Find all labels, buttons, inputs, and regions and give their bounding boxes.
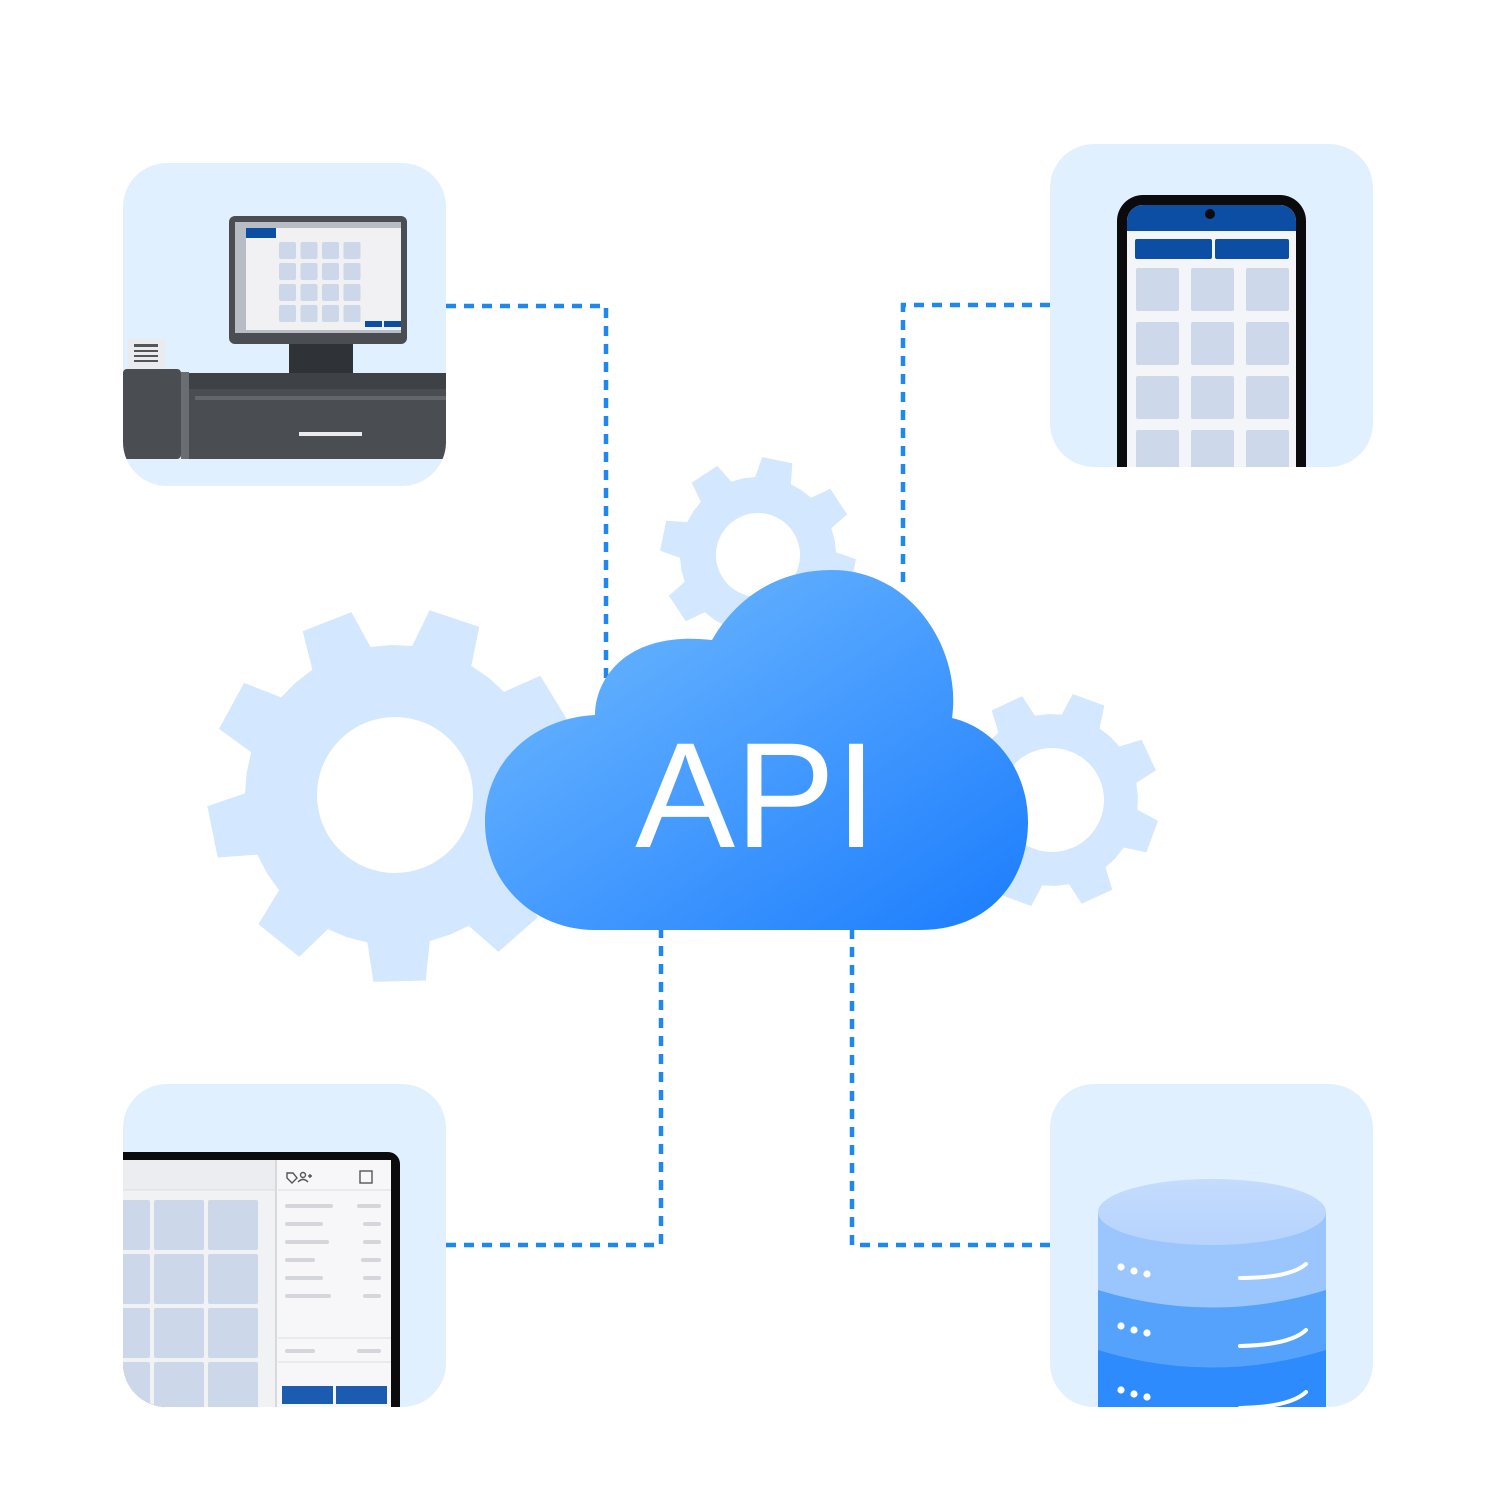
tablet-screen-tile <box>154 1362 204 1407</box>
phone-screen-tile <box>1136 268 1179 311</box>
tablet-screen-tile <box>208 1308 258 1358</box>
pos-screen-tile <box>322 305 339 322</box>
pos-screen-tile <box>322 263 339 280</box>
phone-screen-tile <box>1246 430 1289 467</box>
tablet-panel-line <box>363 1276 381 1280</box>
pos-screen-tile <box>343 242 361 259</box>
phone-screen-tile <box>1191 430 1234 467</box>
tablet-panel-line <box>363 1240 381 1244</box>
tablet-screen-tile <box>208 1362 258 1407</box>
tablet-screen-tile <box>123 1200 150 1250</box>
pos-screen-tile <box>322 242 339 259</box>
tablet-screen-tile <box>154 1200 204 1250</box>
tablet-screen-tile <box>208 1254 258 1304</box>
phone-screen-tile <box>1136 322 1179 365</box>
tablet-icon <box>123 1152 400 1407</box>
pos-terminal-icon <box>123 216 446 459</box>
tablet-screen-tile <box>208 1200 258 1250</box>
tablet-panel-line <box>285 1258 315 1262</box>
tile-pos-terminal[interactable] <box>123 163 446 486</box>
pos-screen-tile <box>343 263 361 280</box>
tablet-panel-line <box>363 1222 381 1226</box>
pos-screen-tile <box>300 284 318 301</box>
pos-screen-tile <box>300 242 318 259</box>
pos-screen-tile <box>279 242 296 259</box>
mobile-phone-icon <box>1117 195 1306 467</box>
gear-large-icon <box>207 610 584 982</box>
connector-database <box>849 930 1050 1248</box>
tablet-panel-line <box>285 1294 331 1298</box>
database-icon <box>1098 1179 1326 1407</box>
pos-screen-tile <box>343 305 361 322</box>
phone-screen-tile <box>1191 322 1234 365</box>
tablet-screen-tile <box>123 1254 150 1304</box>
connector-pos-terminal <box>446 303 609 690</box>
connector-tablet <box>446 930 664 1248</box>
pos-screen-tile <box>300 263 318 280</box>
pos-screen-tile <box>279 284 296 301</box>
tablet-panel-line <box>363 1294 381 1298</box>
phone-screen-tile <box>1246 376 1289 419</box>
connector-lines <box>446 302 1050 1248</box>
checkbox-icon <box>359 1170 373 1184</box>
cloud-label: API <box>635 711 877 879</box>
api-cloud: API <box>485 570 1028 930</box>
phone-screen-tile <box>1191 376 1234 419</box>
tablet-screen-tile <box>154 1308 204 1358</box>
add-user-icon <box>297 1171 312 1183</box>
tablet-screen-tile <box>123 1308 150 1358</box>
pos-screen-tile <box>279 305 296 322</box>
phone-screen-tile <box>1191 268 1234 311</box>
phone-screen-tile <box>1136 376 1179 419</box>
tablet-panel-line <box>285 1204 333 1208</box>
tile-database[interactable] <box>1050 1084 1373 1460</box>
tablet-screen-tile <box>123 1362 150 1407</box>
pos-screen-tile <box>279 263 296 280</box>
tag-icon <box>286 1172 298 1184</box>
phone-screen-tile <box>1246 268 1289 311</box>
pos-screen-tile <box>343 284 361 301</box>
phone-screen-tile <box>1246 322 1289 365</box>
tablet-panel-line <box>357 1204 381 1208</box>
tile-tablet-pos[interactable] <box>90 1084 446 1452</box>
tablet-panel-line <box>361 1258 381 1262</box>
pos-screen-tile <box>322 284 339 301</box>
connector-mobile-phone <box>900 302 1050 590</box>
phone-screen-tile <box>1136 430 1179 467</box>
tablet-panel-line <box>285 1276 323 1280</box>
pos-screen-tile <box>300 305 318 322</box>
tablet-panel-line <box>285 1222 323 1226</box>
tablet-screen-tile <box>154 1254 204 1304</box>
tile-mobile-phone[interactable] <box>1050 144 1373 495</box>
tablet-panel-line <box>285 1240 329 1244</box>
